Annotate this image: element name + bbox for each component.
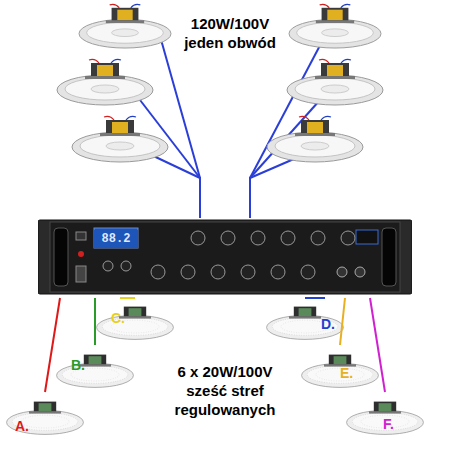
ceiling-speaker: D. bbox=[265, 298, 345, 344]
ceiling-speaker: A. bbox=[5, 392, 85, 440]
speaker-wire bbox=[94, 298, 96, 345]
spec-note: 120W/100V jeden obwód bbox=[175, 14, 285, 52]
speaker-wire bbox=[370, 298, 385, 392]
zone-letter: A. bbox=[15, 418, 29, 434]
ceiling-speaker: B. bbox=[55, 345, 135, 393]
display-readout: 88.2 bbox=[94, 230, 138, 248]
ceiling-speaker-graphic bbox=[57, 355, 134, 388]
speaker-wire bbox=[340, 298, 345, 345]
zone-letter: D. bbox=[321, 316, 335, 332]
amplifier-outline bbox=[38, 216, 412, 298]
spec-note: 6 x 20W/100V sześć stref regulowanych bbox=[160, 362, 290, 419]
ceiling-speaker-graphic bbox=[7, 402, 84, 435]
ceiling-speaker: E. bbox=[300, 345, 380, 393]
ceiling-speaker-graphic bbox=[347, 402, 424, 435]
zone-letter: F. bbox=[383, 416, 394, 432]
speaker-wire bbox=[305, 297, 325, 299]
ceiling-speaker: F. bbox=[345, 392, 425, 440]
top-wiring bbox=[140, 36, 325, 218]
amplifier-graphic bbox=[38, 220, 412, 294]
ceiling-speaker-graphic bbox=[267, 307, 344, 340]
ceiling-speaker: C. bbox=[95, 298, 175, 344]
ceiling-speaker-outline bbox=[55, 345, 135, 393]
ceiling-speaker-graphic bbox=[97, 307, 174, 340]
amplifier: 88.2 bbox=[38, 216, 412, 298]
zone-letter: B. bbox=[71, 357, 85, 373]
ceiling-speaker-outline bbox=[95, 298, 175, 344]
speaker-wire bbox=[120, 297, 135, 299]
ceiling-speaker-graphic bbox=[302, 355, 379, 388]
zone-letter: E. bbox=[340, 365, 353, 381]
zone-letter: C. bbox=[111, 310, 125, 326]
speaker-wire bbox=[45, 298, 60, 392]
top-speakers bbox=[57, 4, 383, 162]
